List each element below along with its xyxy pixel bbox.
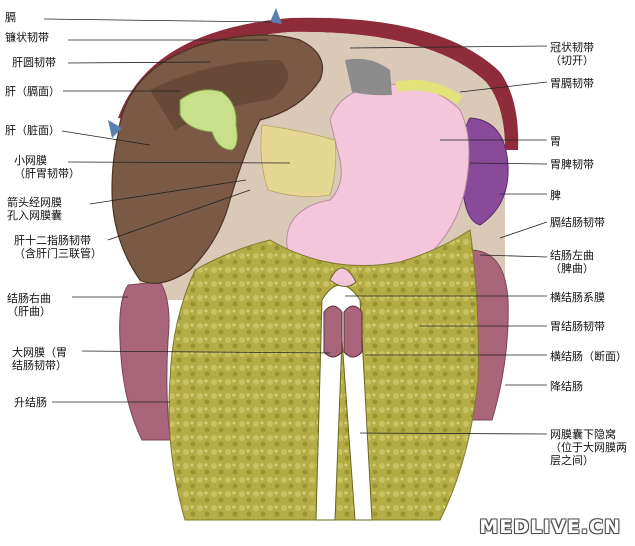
transverse-colon-section [323,305,343,358]
label-line: 膈结肠韧带 [550,216,605,229]
label-line: 结肠左曲 [550,249,594,262]
label-line: 肝（脏面） [5,124,60,137]
label-line: 膈 [5,11,16,24]
transverse-colon-section-2 [343,305,363,358]
label-line: （肝胃韧带） [14,167,80,180]
label-line: 升结肠 [14,396,47,409]
label-gastrophrenic: 胃膈韧带 [550,77,594,90]
label-line: 层之间） [550,454,594,467]
label-phrenicocolic: 膈结肠韧带 [550,216,605,229]
gallbladder [179,89,238,151]
stomach-tip [329,267,357,287]
label-line: 结肠韧带） [12,359,67,372]
label-gastrosplenic: 胃脾韧带 [550,158,594,171]
esophagus-region [345,58,392,96]
label-line: 降结肠 [550,380,583,393]
label-line: 横结肠系膜 [550,291,605,304]
label-transverse-colon: 横结肠（断面） [550,350,627,363]
label-round-ligament: 肝圆韧带 [12,56,56,69]
arrow-top-icon [270,8,282,24]
label-line: （肝曲） [7,305,51,318]
label-line: 胃 [550,135,561,148]
label-line: 肝（膈面） [5,85,60,98]
label-line: 胃膈韧带 [550,77,594,90]
label-ascending-colon: 升结肠 [14,396,47,409]
label-transverse-mesocolon: 横结肠系膜 [550,291,605,304]
leader-lines [43,18,548,435]
label-falciform: 镰状韧带 [5,31,49,44]
label-right-colic-flexure: 结肠右曲（肝曲） [7,292,51,318]
label-hepatoduodenal: 肝十二指肠韧带（含肝门三联管） [14,234,102,260]
label-diaphragm: 膈 [5,11,16,24]
label-line: 肝十二指肠韧带 [14,234,91,247]
lesser-omentum [260,124,337,198]
label-line: 肝圆韧带 [12,56,56,69]
label-inferior-recess: 网膜囊下隐窝（位于大网膜两层之间） [550,428,627,467]
label-greater-omentum: 大网膜（胃结肠韧带） [12,346,67,372]
label-liver-diaphragmatic: 肝（膈面） [5,85,60,98]
label-line: 胃脾韧带 [550,158,594,171]
label-line: 箭头经网膜 [7,196,62,209]
label-descending-colon: 降结肠 [550,380,583,393]
label-line: （含肝门三联管） [14,247,102,260]
label-stomach: 胃 [550,135,561,148]
label-spleen: 脾 [550,189,561,202]
label-line: 冠状韧带 [550,41,594,54]
ascending-colon [119,281,171,441]
label-lesser-omentum: 小网膜（肝胃韧带） [14,154,80,180]
label-coronary: 冠状韧带（切开） [550,41,594,67]
label-line: 孔入网膜囊 [7,209,62,222]
label-gastrocolic: 胃结肠韧带 [550,320,605,333]
label-line: 横结肠（断面） [550,350,627,363]
label-line: 胃结肠韧带 [550,320,605,333]
label-line: （位于大网膜两 [550,441,627,454]
label-line: 小网膜 [14,154,47,167]
label-line: （脾曲） [550,262,594,275]
label-epiploic-foramen: 箭头经网膜孔入网膜囊 [7,196,62,222]
watermark: MEDLIVE.CN [479,516,621,538]
label-line: 镰状韧带 [5,31,49,44]
label-line: （切开） [550,54,594,67]
label-left-colic-flexure: 结肠左曲（脾曲） [550,249,594,275]
label-liver-visceral: 肝（脏面） [5,124,60,137]
arrow-left-icon [108,120,122,138]
label-line: 网膜囊下隐窝 [550,428,616,441]
label-line: 脾 [550,189,561,202]
label-line: 大网膜（胃 [12,346,67,359]
gastrophrenic-band [395,79,462,104]
label-line: 结肠右曲 [7,292,51,305]
